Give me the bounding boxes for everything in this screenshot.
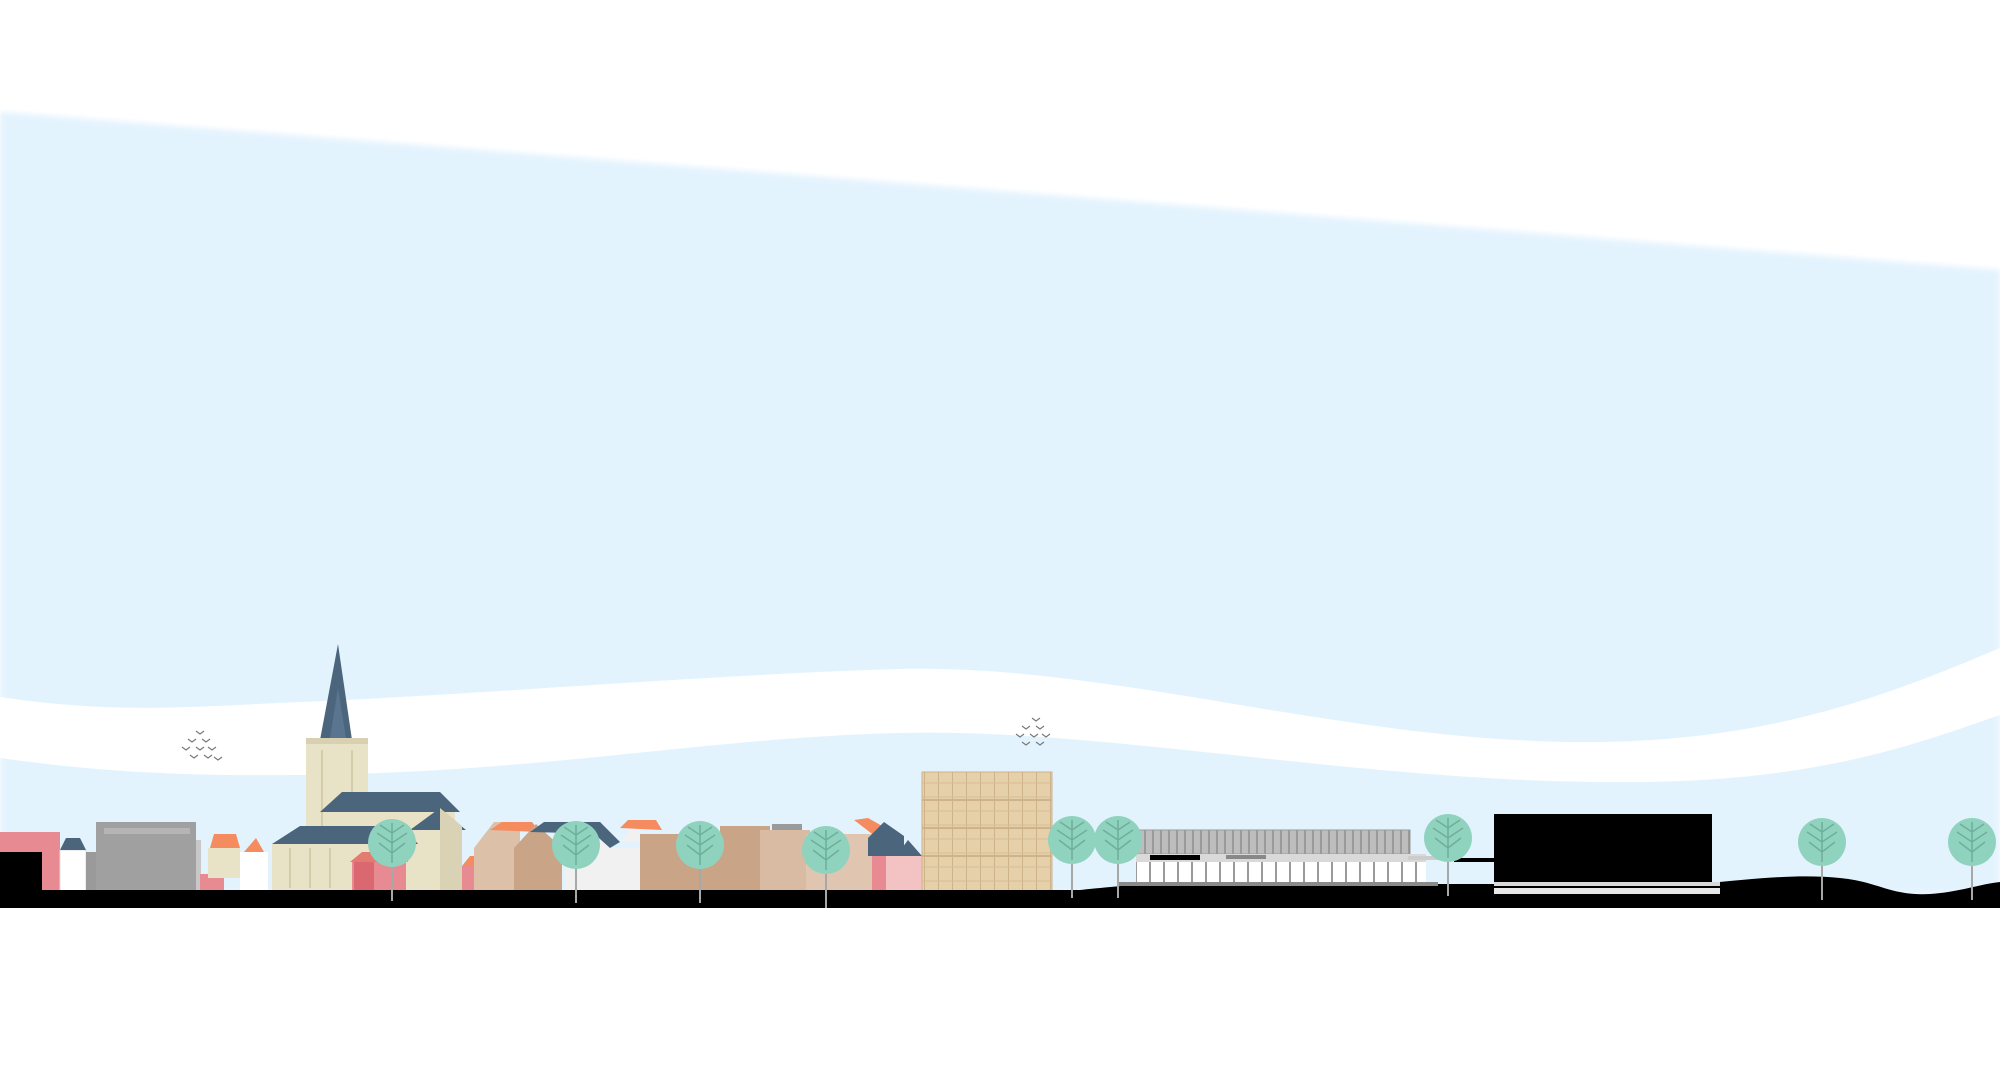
slatted-pavilion bbox=[1118, 829, 1454, 886]
timber-tower bbox=[921, 771, 1053, 893]
church-spire bbox=[320, 644, 352, 740]
cloud-band bbox=[0, 648, 2000, 783]
left-buildings bbox=[0, 822, 268, 893]
black-box-building bbox=[1454, 814, 1720, 894]
